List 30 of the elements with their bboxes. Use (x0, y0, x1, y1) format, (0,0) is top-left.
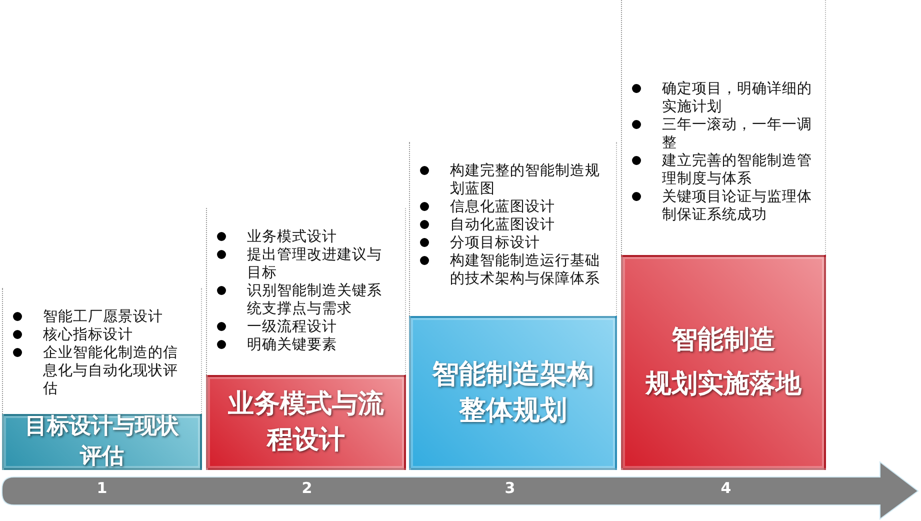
step-number: 3 (504, 479, 516, 497)
bullet-text: 识别智能制造关键系统支撑点与需求 (247, 283, 382, 317)
bullet-text: 分项目标设计 (450, 235, 540, 251)
bullet-text: 构建完整的智能制造规划蓝图 (450, 163, 600, 197)
bullet-text: 明确关键要素 (247, 337, 337, 353)
bullet-text: 确定项目，明确详细的实施计划 (662, 81, 812, 115)
step-title: 规划实施落地 (644, 368, 803, 400)
step-number: 4 (720, 479, 732, 497)
bullet-text: 自动化蓝图设计 (450, 217, 555, 233)
bullet-text: 核心指标设计 (43, 327, 133, 343)
step-box (409, 316, 617, 470)
step-title: 智能制造 (670, 324, 776, 358)
bullet-text: 企业智能化制造的信息化与自动化现状评估 (43, 345, 178, 397)
bullet-text: 业务模式设计 (247, 229, 337, 245)
bullet-text: 信息化蓝图设计 (450, 199, 555, 215)
step-box (2, 414, 202, 470)
bullet-text: 建立完善的智能制造管理制度与体系 (662, 153, 812, 187)
step-box (621, 255, 826, 470)
step-title: 目标设计与现状评估 (24, 413, 180, 471)
bullet-text: 三年一滚动，一年一调整 (662, 117, 812, 151)
step-title: 智能制造架构整体规划 (430, 358, 595, 428)
step-number: 2 (300, 479, 314, 497)
bullet-text: 智能工厂愿景设计 (43, 309, 163, 325)
step-box (206, 375, 406, 470)
bullet-text: 关键项目论证与监理体制保证系统成功 (662, 189, 812, 223)
bullet-text: 构建智能制造运行基础的技术架构与保障体系 (450, 253, 600, 287)
step-number: 1 (96, 479, 108, 497)
step-title: 业务模式与流程设计 (227, 388, 385, 456)
bullet-text: 提出管理改进建议与目标 (247, 247, 382, 281)
bullet-text: 一级流程设计 (247, 319, 337, 335)
